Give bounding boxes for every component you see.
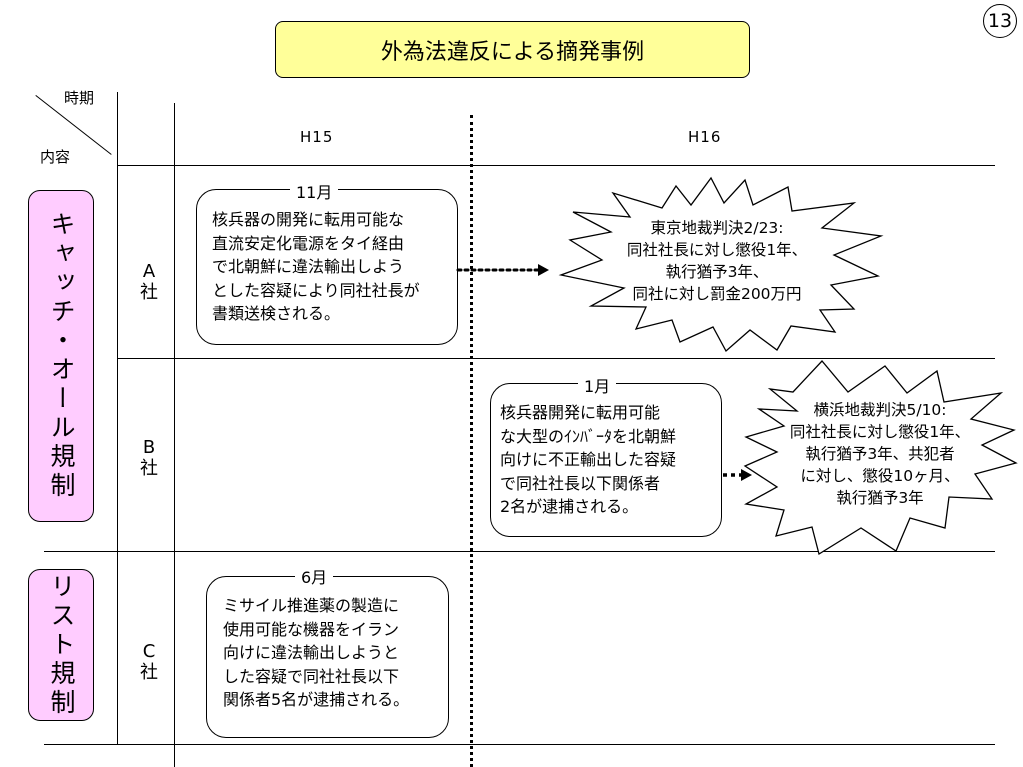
company-c-label: C 社 bbox=[140, 641, 158, 683]
content-header-label: 内容 bbox=[40, 148, 71, 166]
arrow-a bbox=[456, 264, 549, 276]
case-a-description: 核兵器の開発に転用可能な 直流安定化電源をタイ経由 で北朝鮮に違法輸出しよう と… bbox=[212, 210, 420, 323]
case-c-month: 6月 bbox=[295, 564, 334, 588]
period-h15: H15 bbox=[300, 128, 334, 146]
period-h16: H16 bbox=[688, 128, 722, 146]
arrow-b bbox=[723, 469, 752, 481]
category-catch-all: キャッチ・オール規制 bbox=[28, 190, 94, 522]
burst-b bbox=[743, 360, 1018, 556]
case-a-month: 11月 bbox=[290, 179, 339, 203]
page-title: 外為法違反による摘発事例 bbox=[275, 21, 750, 78]
case-b-month: 1月 bbox=[578, 373, 617, 397]
row-rule-a bbox=[117, 358, 995, 359]
page-number: 13 bbox=[983, 4, 1017, 38]
company-b-label: B 社 bbox=[140, 437, 158, 479]
grid-vline-left bbox=[117, 92, 118, 744]
company-a-label: A 社 bbox=[140, 261, 158, 303]
case-c-box bbox=[206, 576, 449, 738]
case-b-box bbox=[490, 383, 722, 537]
grid-vline-company bbox=[174, 103, 175, 767]
category-list-label: リスト規制 bbox=[47, 572, 76, 718]
burst-a bbox=[558, 176, 884, 353]
header-rule bbox=[117, 165, 995, 166]
bottom-rule bbox=[44, 744, 995, 745]
case-b-description: 核兵器開発に転用可能 な大型のｲﾝﾊﾞｰﾀを北朝鮮 向けに不正輸出した容疑 で同… bbox=[500, 403, 677, 516]
case-b-result: 横浜地裁判決5/10: 同社社長に対し懲役1年、 執行猶予3年、共犯者 に対し、… bbox=[789, 401, 971, 507]
category-list: リスト規制 bbox=[28, 569, 94, 721]
category-rule bbox=[44, 551, 995, 552]
period-divider bbox=[470, 115, 473, 767]
period-header-label: 時期 bbox=[64, 89, 95, 107]
case-c-description: ミサイル推進薬の製造に 使用可能な機器をイラン 向けに違法輸出しようと した容疑… bbox=[223, 596, 410, 709]
case-a-box bbox=[196, 189, 458, 345]
category-catch-all-label: キャッチ・オール規制 bbox=[47, 211, 76, 501]
case-a-result: 東京地裁判決2/23: 同社社長に対し懲役1年、 執行猶予3年、 同社に対し罰金… bbox=[626, 219, 808, 303]
